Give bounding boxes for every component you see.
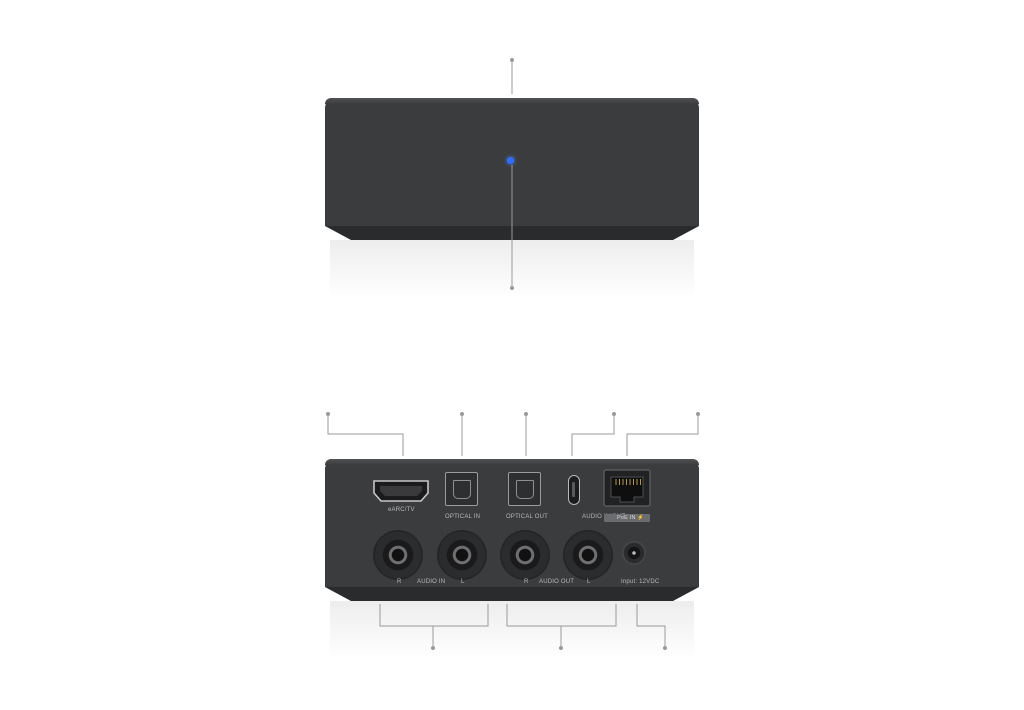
audio-out-l-label: L <box>587 579 591 585</box>
rear-device-base <box>325 587 699 601</box>
optical-out-label: OPTICAL OUT <box>506 514 548 520</box>
optical-in-label: OPTICAL IN <box>445 514 481 520</box>
audio-out-r-jack <box>500 530 550 580</box>
rear-device: eARC/TV OPTICAL IN OPTICAL OUT AUDIO IN/… <box>325 459 699 587</box>
hdmi-label: eARC/TV <box>388 507 415 513</box>
usb-c-label: AUDIO IN/OUT <box>582 514 625 520</box>
usb-c-port-icon <box>568 475 580 505</box>
hdmi-port-icon <box>373 480 429 502</box>
optical-in-port-icon <box>445 472 478 506</box>
audio-in-l-jack <box>437 530 487 580</box>
audio-in-r-label: R <box>397 579 402 585</box>
ethernet-label-badge <box>604 514 650 522</box>
status-led-icon <box>507 157 514 164</box>
audio-out-l-jack <box>563 530 613 580</box>
optical-out-port-icon <box>508 472 541 506</box>
audio-out-label: AUDIO OUT <box>539 579 575 585</box>
audio-out-r-label: R <box>524 579 529 585</box>
audio-in-l-label: L <box>461 579 465 585</box>
audio-in-r-jack <box>373 530 423 580</box>
ethernet-label: PoE IN ⚡ <box>617 514 645 521</box>
ethernet-port-icon <box>603 469 651 507</box>
audio-in-label: AUDIO IN <box>417 579 446 585</box>
rear-reflection <box>330 601 694 659</box>
front-device <box>325 98 699 226</box>
dc-jack-icon <box>622 541 646 565</box>
power-label: Input: 12VDC <box>621 579 660 585</box>
